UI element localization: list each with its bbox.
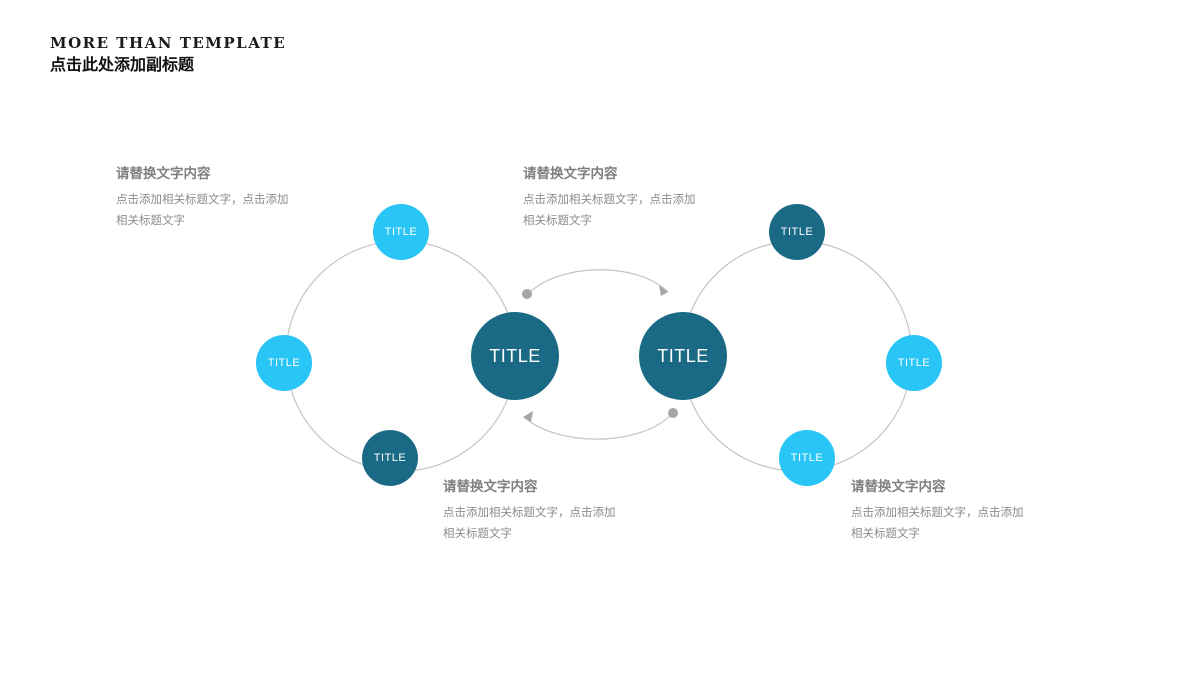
- node-right-top[interactable]: TITLE: [769, 204, 825, 260]
- callout-top-left-line2: 相关标题文字: [116, 215, 185, 227]
- node-right-top-label: TITLE: [780, 226, 814, 238]
- bottom-connector-arrow: [523, 411, 533, 422]
- callout-top-right-line1: 点击添加相关标题文字，点击添加: [523, 194, 696, 206]
- node-left-side[interactable]: TITLE: [256, 335, 312, 391]
- callout-bottom-right-line1: 点击添加相关标题文字，点击添加: [851, 507, 1024, 519]
- node-left-top[interactable]: TITLE: [373, 204, 429, 260]
- callout-bottom-right-heading: 请替换文字内容: [851, 479, 946, 494]
- bottom-connector-start-dot: [668, 408, 678, 418]
- callout-top-left-heading: 请替换文字内容: [116, 166, 211, 181]
- node-right-side-label: TITLE: [897, 357, 931, 369]
- top-connector-arc: [527, 269, 669, 295]
- page-subtitle: 点击此处添加副标题: [50, 55, 195, 74]
- callout-bottom-right[interactable]: 请替换文字内容 点击添加相关标题文字，点击添加 相关标题文字: [851, 477, 1086, 545]
- callout-top-right-line2: 相关标题文字: [523, 215, 592, 227]
- node-left-bottom[interactable]: TITLE: [362, 430, 418, 486]
- node-right-center-label: TITLE: [657, 345, 709, 366]
- node-left-bottom-label: TITLE: [373, 452, 407, 464]
- callout-top-left-line1: 点击添加相关标题文字，点击添加: [116, 194, 289, 206]
- node-left-center-label: TITLE: [489, 345, 541, 366]
- node-right-bottom-label: TITLE: [790, 452, 824, 464]
- top-connector-start-dot: [522, 289, 532, 299]
- callout-top-right[interactable]: 请替换文字内容 点击添加相关标题文字，点击添加 相关标题文字: [523, 164, 758, 232]
- node-left-center[interactable]: TITLE: [471, 312, 559, 400]
- page-title: MORE THAN TEMPLATE: [50, 34, 287, 52]
- node-right-side[interactable]: TITLE: [886, 335, 942, 391]
- top-connector-arrow: [659, 285, 668, 296]
- node-left-top-label: TITLE: [384, 226, 418, 238]
- slide-header: MORE THAN TEMPLATE 点击此处添加副标题: [50, 34, 286, 76]
- callout-bottom-right-line2: 相关标题文字: [851, 528, 920, 540]
- callout-top-right-heading: 请替换文字内容: [523, 166, 618, 181]
- node-right-bottom[interactable]: TITLE: [779, 430, 835, 486]
- callout-bottom-left-line1: 点击添加相关标题文字，点击添加: [443, 507, 616, 519]
- node-right-center[interactable]: TITLE: [639, 312, 727, 400]
- callout-bottom-left-line2: 相关标题文字: [443, 528, 512, 540]
- bottom-connector-arc: [523, 413, 673, 440]
- node-left-side-label: TITLE: [267, 357, 301, 369]
- callout-bottom-left[interactable]: 请替换文字内容 点击添加相关标题文字，点击添加 相关标题文字: [443, 477, 678, 545]
- callout-bottom-left-heading: 请替换文字内容: [443, 479, 538, 494]
- callout-top-left[interactable]: 请替换文字内容 点击添加相关标题文字，点击添加 相关标题文字: [116, 164, 351, 232]
